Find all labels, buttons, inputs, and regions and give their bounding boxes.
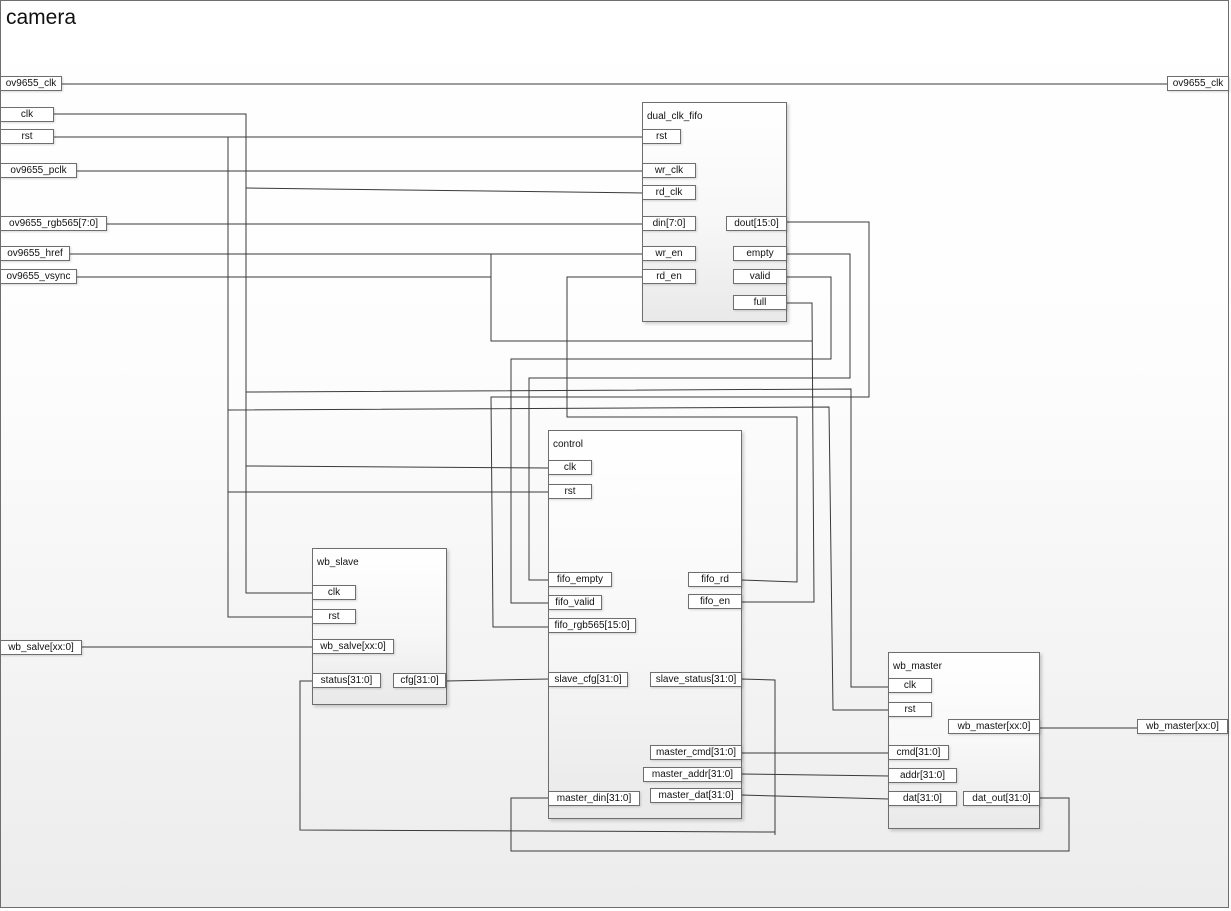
- wire-clk-wbmaster: [245, 388, 889, 688]
- control-port-slave-cfg[interactable]: slave_cfg[31:0]: [548, 672, 628, 687]
- wire-master-dat: [740, 794, 890, 800]
- control-title: control: [553, 439, 584, 450]
- fifo-port-rst[interactable]: rst: [642, 129, 681, 144]
- ext-port-rst[interactable]: rst: [0, 129, 54, 144]
- wire-master-din: [510, 797, 1070, 852]
- wb-master-port-addr[interactable]: addr[31:0]: [888, 768, 957, 783]
- fifo-port-rd-en[interactable]: rd_en: [642, 269, 696, 284]
- wb-slave-title: wb_slave: [317, 557, 359, 568]
- wire-rst-trunk: [227, 137, 313, 618]
- control-port-fifo-rgb565[interactable]: fifo_rgb565[15:0]: [548, 618, 636, 633]
- ext-port-wb-master[interactable]: wb_master[xx:0]: [1137, 719, 1228, 734]
- wire-status-loop: [299, 680, 776, 833]
- ext-port-ov9655-clk-out[interactable]: ov9655_clk: [1167, 76, 1229, 91]
- wb-slave-port-rst[interactable]: rst: [312, 609, 356, 624]
- fifo-port-wr-en[interactable]: wr_en: [642, 246, 696, 261]
- fifo-port-dout[interactable]: dout[15:0]: [726, 216, 787, 231]
- control-port-rst[interactable]: rst: [548, 484, 592, 499]
- wire-fifo-dout: [490, 221, 870, 628]
- control-port-slave-status[interactable]: slave_status[31:0]: [650, 672, 742, 687]
- wb-master-port-rst[interactable]: rst: [888, 702, 932, 717]
- fifo-port-rd-clk[interactable]: rd_clk: [642, 185, 696, 200]
- ext-port-ov9655-clk-in[interactable]: ov9655_clk: [0, 76, 62, 91]
- wb-slave-port-cfg[interactable]: cfg[31:0]: [393, 673, 446, 688]
- control-port-master-din[interactable]: master_din[31:0]: [548, 791, 640, 806]
- wb-master-port-clk[interactable]: clk: [888, 678, 932, 693]
- ext-port-ov9655-href[interactable]: ov9655_href: [0, 246, 70, 261]
- control-port-fifo-empty[interactable]: fifo_empty: [548, 572, 612, 587]
- wb-master-port-cmd[interactable]: cmd[31:0]: [888, 745, 949, 760]
- wb-master-port-wb-master[interactable]: wb_master[xx:0]: [948, 719, 1040, 734]
- wire-status: [740, 678, 776, 835]
- fifo-port-empty[interactable]: empty: [733, 246, 787, 261]
- wire-fifo-valid: [510, 276, 832, 604]
- fifo-port-wr-clk[interactable]: wr_clk: [642, 163, 696, 178]
- wire-clk: [54, 113, 313, 594]
- ext-port-ov9655-pclk[interactable]: ov9655_pclk: [0, 163, 77, 178]
- wire-master-addr: [740, 773, 890, 777]
- control-port-master-addr[interactable]: master_addr[31:0]: [643, 767, 742, 782]
- wb-slave-port-clk[interactable]: clk: [312, 585, 356, 600]
- wire-fifo-rd: [566, 276, 798, 583]
- wb-slave-port-status[interactable]: status[31:0]: [312, 673, 381, 688]
- control-port-clk[interactable]: clk: [548, 460, 592, 475]
- control-port-master-dat[interactable]: master_dat[31:0]: [650, 788, 742, 803]
- ext-port-clk[interactable]: clk: [0, 107, 54, 122]
- wire-fifo-en: [741, 302, 815, 603]
- wire-fifo-empty: [528, 253, 851, 581]
- wb-slave-port-wb-salve[interactable]: wb_salve[xx:0]: [312, 639, 394, 654]
- fifo-port-din[interactable]: din[7:0]: [642, 216, 696, 231]
- diagram-title: camera: [6, 6, 77, 29]
- fifo-port-full[interactable]: full: [733, 295, 787, 310]
- wb-master-port-dat[interactable]: dat[31:0]: [888, 791, 957, 806]
- wire-cfg: [445, 678, 550, 682]
- control-port-master-cmd[interactable]: master_cmd[31:0]: [650, 745, 742, 760]
- ext-port-ov9655-rgb565[interactable]: ov9655_rgb565[7:0]: [0, 216, 107, 231]
- wb-master-title: wb_master: [893, 661, 942, 672]
- control-port-fifo-rd[interactable]: fifo_rd: [688, 572, 742, 587]
- ext-port-ov9655-vsync[interactable]: ov9655_vsync: [0, 269, 77, 284]
- wire-vsync-loop: [490, 254, 812, 342]
- wb-master-port-dat-out[interactable]: dat_out[31:0]: [963, 791, 1040, 806]
- wire-clk-control: [245, 465, 550, 469]
- control-port-fifo-en[interactable]: fifo_en: [688, 594, 742, 609]
- control-port-fifo-valid[interactable]: fifo_valid: [548, 595, 602, 610]
- ext-port-wb-salve[interactable]: wb_salve[xx:0]: [0, 640, 82, 655]
- fifo-port-valid[interactable]: valid: [733, 269, 787, 284]
- wire-clk-rdclk: [245, 187, 644, 194]
- dual-clk-fifo-title: dual_clk_fifo: [647, 111, 703, 122]
- dual-clk-fifo-block[interactable]: dual_clk_fifo: [642, 102, 787, 322]
